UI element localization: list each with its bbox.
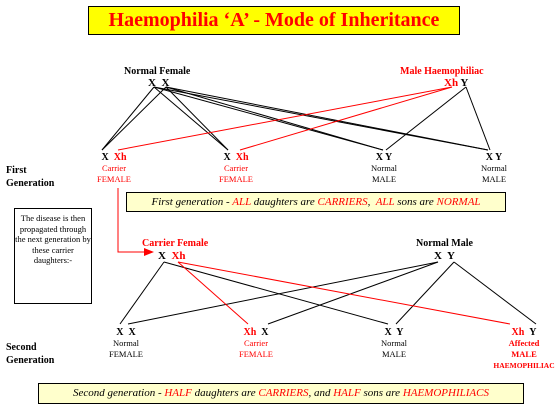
normal-male-genotype: X Y <box>434 250 455 262</box>
second-generation-note: Second generation - HALF daughters are C… <box>38 383 524 404</box>
gen1-offspring-3: X Y Normal MALE <box>371 152 397 184</box>
first-generation-note: First generation - ALL daughters are CAR… <box>126 192 506 212</box>
gen1-offspring-2: X Xh Carrier FEMALE <box>219 152 253 184</box>
carrier-female-genotype: X Xh <box>158 250 186 262</box>
gen2-offspring-2: Xh X Carrier FEMALE <box>239 327 273 359</box>
carrier-female-label: Carrier Female <box>142 238 209 249</box>
normal-male-label: Normal Male <box>416 238 473 249</box>
gen2-offspring-1: X X Normal FEMALE <box>109 327 143 359</box>
normal-female-genotype: X X <box>148 77 170 89</box>
normal-female-label: Normal Female <box>124 66 191 77</box>
gen2-offspring-3: X Y Normal MALE <box>381 327 407 359</box>
male-haemophiliac-label: Male Haemophiliac <box>400 66 484 77</box>
gen2-offspring-4: Xh Y Affected MALE HAEMOPHILIAC <box>493 327 555 370</box>
gen1-offspring-1: X Xh Carrier FEMALE <box>97 152 131 184</box>
propagation-note: The disease is then propagated through t… <box>14 208 92 304</box>
male-haemophiliac-genotype: Xh Y <box>444 77 469 89</box>
gen1-offspring-4: X Y Normal MALE <box>481 152 507 184</box>
page-title: Haemophilia ‘A’ - Mode of Inheritance <box>88 6 460 35</box>
